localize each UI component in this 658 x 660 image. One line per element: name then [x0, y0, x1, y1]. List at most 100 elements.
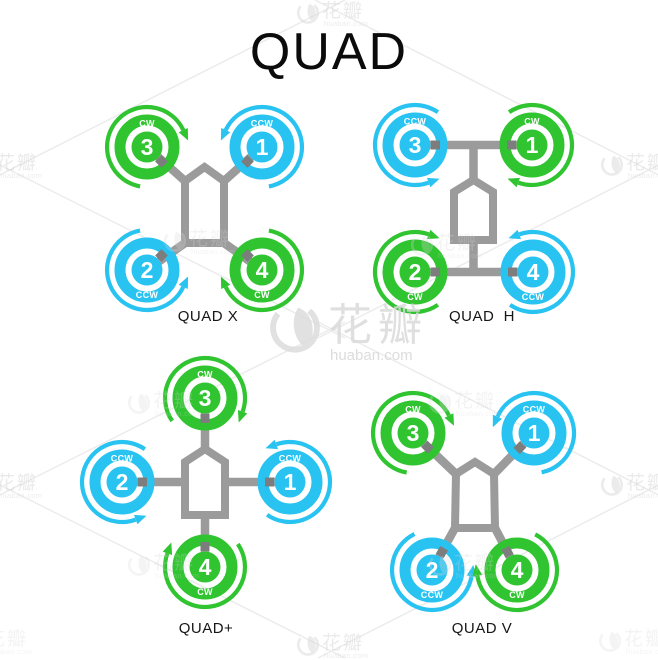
watermark-cjk: 花瓣	[626, 473, 658, 494]
motor-direction-label: CCW	[404, 117, 427, 127]
watermark-domain: huaban.com	[0, 647, 33, 656]
rotation-arrowhead	[444, 413, 454, 426]
motor-disc	[416, 554, 448, 586]
motor-ring	[380, 400, 446, 466]
motor-disc	[399, 129, 431, 161]
rotation-arc	[223, 228, 305, 313]
motor-1: 1CW	[499, 102, 575, 188]
huaban-leaf-icon	[600, 153, 624, 176]
motor-3: 3CW	[370, 390, 454, 475]
motor-number: 3	[409, 132, 422, 158]
watermark-domain: huaban.com	[438, 251, 483, 260]
rotation-arc	[372, 229, 440, 315]
watermark-cjk: 花瓣	[626, 153, 658, 174]
watermark: 花瓣 huaban.com	[163, 228, 235, 256]
watermark-cjk: 花瓣	[189, 229, 232, 250]
motor-disc	[399, 256, 431, 288]
frame-body	[181, 162, 228, 247]
motor-disc	[274, 466, 306, 498]
motor-ring	[114, 237, 180, 303]
watermark-cjk: 花瓣	[153, 391, 196, 412]
motor-number: 4	[511, 557, 524, 583]
watermark-domain: huaban.com	[155, 409, 200, 418]
watermark-domain: huaban.com	[626, 647, 658, 656]
motor-disc	[189, 382, 221, 414]
arm-connector	[241, 155, 254, 168]
arm-connector	[200, 414, 210, 423]
huaban-leaf-icon	[163, 229, 187, 252]
page-title: QUAD	[249, 23, 409, 81]
watermark: 花瓣 huaban.com	[0, 472, 42, 500]
rotation-arc	[104, 228, 186, 313]
arm-connector	[421, 440, 435, 454]
arm-connector	[431, 140, 440, 150]
motor-ring	[500, 239, 566, 305]
motor-number: 1	[256, 134, 269, 160]
motor-direction-label: CW	[407, 292, 423, 302]
watermark-cjk: 花瓣	[436, 233, 479, 254]
huaban-leaf-icon	[270, 302, 320, 353]
watermark: 花瓣 huaban.com	[600, 152, 658, 180]
watermark-cjk: 花瓣	[153, 553, 196, 574]
rotation-arc	[495, 390, 577, 475]
rotation-arc	[389, 532, 474, 613]
motor-number: 4	[256, 257, 269, 283]
watermark: 花瓣 huaban.com	[600, 472, 658, 500]
frame-body	[181, 444, 229, 519]
rotation-arc	[507, 102, 575, 188]
watermark-domain: huaban.com	[628, 171, 658, 180]
arm-connector	[513, 441, 527, 455]
watermark-domain: huaban.com	[324, 651, 369, 660]
watermark: 花瓣 huaban.com	[296, 0, 368, 28]
motor-disc	[501, 554, 533, 586]
watermark-domain: huaban.com	[324, 19, 369, 28]
motor-direction-label: CCW	[421, 590, 444, 600]
arm-connector	[200, 542, 210, 551]
huaban-leaf-icon	[296, 1, 320, 24]
motor-number: 2	[409, 259, 422, 285]
motor-2: 2CW	[372, 229, 448, 315]
motor-disc	[516, 129, 548, 161]
motor-number: 4	[199, 554, 212, 580]
motor-direction-label: CCW	[136, 290, 159, 300]
watermark: 花瓣 huaban.com	[428, 390, 500, 418]
rotation-arc	[104, 104, 186, 189]
motor-ring	[114, 114, 180, 180]
motor-number: 2	[141, 257, 154, 283]
watermark: 花瓣 huaban.com	[296, 632, 368, 660]
motor-disc	[246, 254, 278, 286]
motor-disc	[131, 254, 163, 286]
motor-disc	[397, 417, 429, 449]
rotation-arrowhead	[265, 439, 278, 450]
watermark-cjk: 花瓣	[322, 633, 365, 654]
label-quad-plus: QUAD+	[178, 620, 234, 637]
arm-connector	[507, 140, 516, 150]
watermark-cjk: 花瓣	[328, 301, 428, 350]
motor-direction-label: CCW	[523, 405, 546, 415]
motor-direction-label: CW	[197, 587, 213, 597]
arm-connector	[435, 545, 449, 559]
watermark-cjk: 花瓣	[454, 553, 497, 574]
huaban-leaf-icon	[428, 553, 452, 576]
rotation-arrowhead	[508, 229, 521, 240]
rotation-arc	[475, 532, 560, 613]
arm-connector	[265, 477, 274, 487]
huaban-leaf-icon	[428, 391, 452, 414]
huaban-leaf-icon	[410, 233, 434, 256]
motor-3: 3 CCW	[372, 102, 448, 188]
rotation-arrowhead	[220, 128, 231, 141]
watermark-cjk: 花瓣	[454, 391, 497, 412]
arm-connector	[431, 267, 440, 277]
rotation-arc	[265, 439, 333, 525]
frame-body	[450, 175, 497, 244]
motor-4: 4CW	[162, 534, 248, 610]
motor-ring	[172, 365, 238, 431]
